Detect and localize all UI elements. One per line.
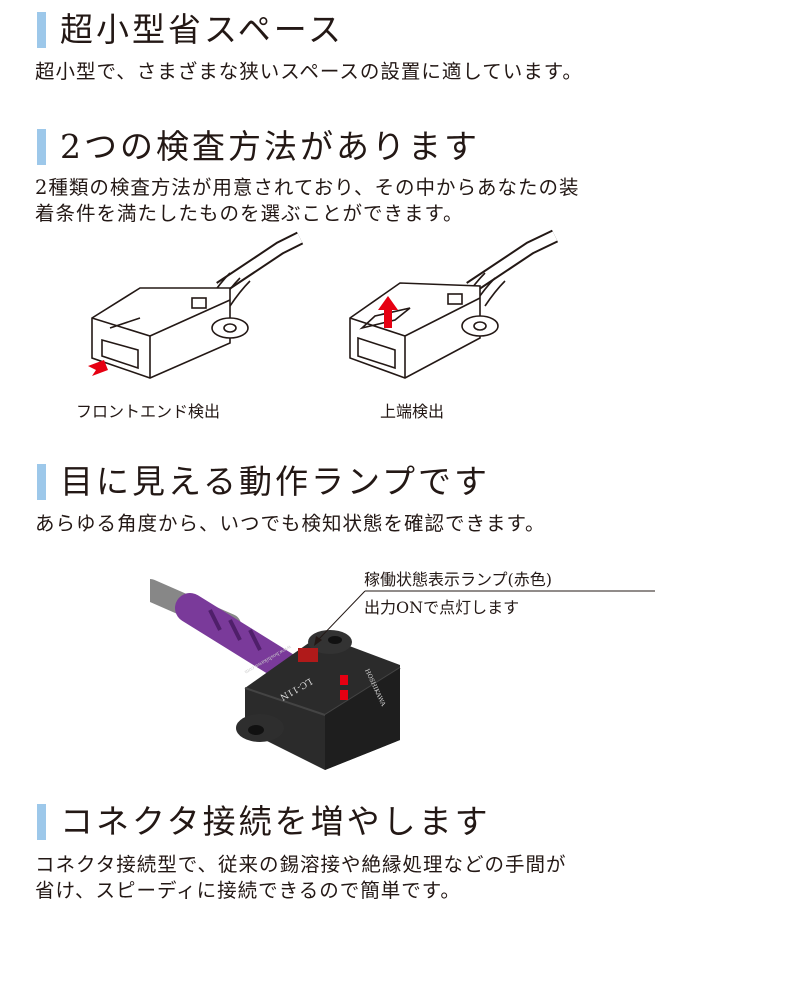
section-body-detection-line1: 2種類の検査方法が用意されており、その中からあなたの装 xyxy=(35,176,580,199)
top-end-detection-diagram xyxy=(349,229,559,379)
top-end-label: 上端検出 xyxy=(380,402,445,421)
red-arrow-up xyxy=(378,296,398,328)
section-heading-detection-methods: 2つの検査方法があります xyxy=(37,129,480,165)
front-end-label: フロントエンド検出 xyxy=(76,402,221,421)
section-body-compact: 超小型で、さまざまな狭いスペースの設置に適しています。 xyxy=(35,60,583,83)
section-heading-lamp: 目に見える動作ランプです xyxy=(37,464,490,500)
section-heading-connector: コネクタ接続を増やします xyxy=(37,804,491,840)
lamp-callout-leader xyxy=(314,590,655,646)
heading-accent-bar xyxy=(37,464,46,500)
red-arrow-front xyxy=(88,360,108,376)
section-body-detection-line2: 着条件を満たしたものを選ぶことができます。 xyxy=(35,202,464,225)
heading-text: 目に見える動作ランプです xyxy=(60,462,491,501)
sensor-product-image: LC-11N HOSHIKAWA www.hoshikawa.com xyxy=(150,579,401,770)
heading-text: 2つの検査方法があります xyxy=(60,127,480,166)
heading-text: 超小型省スペース xyxy=(60,10,345,49)
lamp-callout-title: 稼働状態表示ランプ(赤色) xyxy=(364,570,553,589)
section-body-lamp: あらゆる角度から、いつでも検知状態を確認できます。 xyxy=(35,512,546,535)
heading-accent-bar xyxy=(37,129,46,165)
lamp-callout-description: 出力ONで点灯します xyxy=(364,598,520,617)
section-heading-compact: 超小型省スペース xyxy=(37,12,344,48)
section-body-connector-line2: 省け、スピーディに接続できるので簡単です。 xyxy=(35,879,461,902)
operation-lamp xyxy=(298,648,318,662)
heading-text: コネクタ接続を増やします xyxy=(60,802,491,841)
heading-accent-bar xyxy=(37,804,46,840)
front-end-detection-diagram xyxy=(88,231,304,379)
heading-accent-bar xyxy=(37,12,46,48)
section-body-connector-line1: コネクタ接続型で、従来の錫溶接や絶縁処理などの手間が xyxy=(35,853,567,876)
